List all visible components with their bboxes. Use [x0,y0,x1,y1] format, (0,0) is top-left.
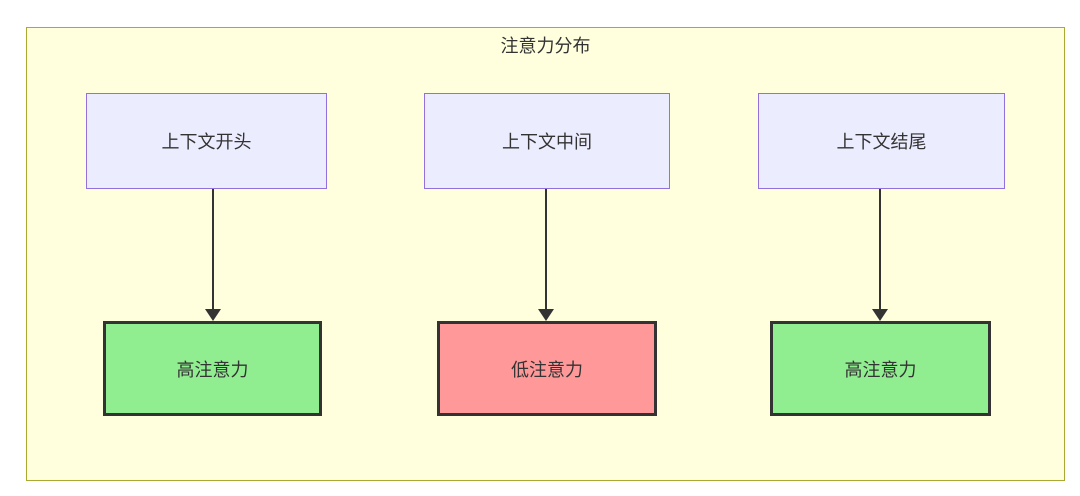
node-label: 上下文开头 [161,132,252,152]
node-label: 上下文中间 [502,132,592,152]
arrow-start-to-high [205,189,221,321]
node-high-attention-2: 高注意力 [770,321,991,416]
node-context-end: 上下文结尾 [758,93,1005,189]
arrow-end-to-high [872,189,888,321]
node-label: 上下文结尾 [836,132,927,152]
arrowhead-icon [872,309,888,321]
node-label: 高注意力 [844,359,917,380]
arrowhead-icon [538,309,554,321]
node-label: 低注意力 [511,359,583,380]
arrow-line [879,189,881,309]
node-context-middle: 上下文中间 [424,93,670,189]
arrow-line [212,189,214,309]
arrow-middle-to-low [538,189,554,321]
node-low-attention: 低注意力 [437,321,657,416]
cluster-title: 注意力分布 [500,36,591,56]
node-high-attention-1: 高注意力 [103,321,322,416]
node-label: 高注意力 [176,359,249,380]
node-context-start: 上下文开头 [86,93,327,189]
arrowhead-icon [205,309,221,321]
arrow-line [545,189,547,309]
